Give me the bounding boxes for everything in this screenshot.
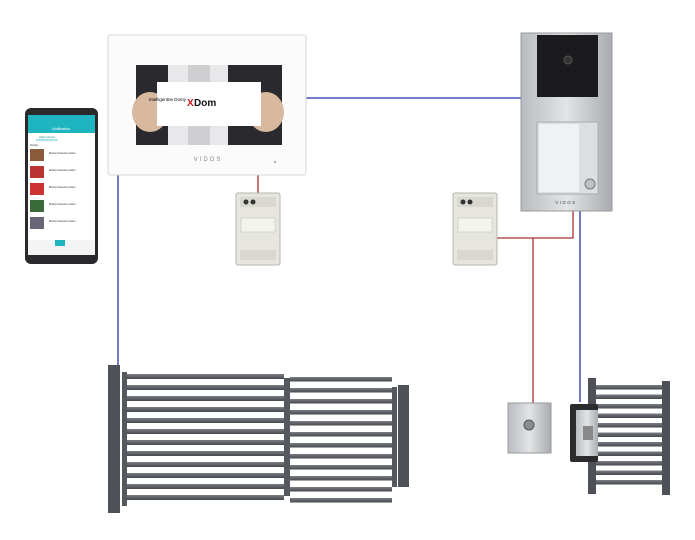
logo-dom: Dom: [194, 98, 216, 109]
gate-slat: [596, 404, 662, 409]
gate-slat: [127, 418, 284, 423]
gate-slat: [596, 385, 662, 390]
panel-brand: VIDOS: [555, 200, 577, 205]
alarm-thumbnail: [30, 183, 44, 195]
gate-slat: [290, 410, 392, 415]
logo-text-small: Intelligentne Domy: [149, 97, 187, 102]
camera-lens-icon: [563, 55, 573, 65]
alarm-thumbnail: [30, 166, 44, 178]
gate-slat: [596, 423, 662, 428]
gate-slat: [596, 451, 662, 456]
gate-slat: [596, 394, 662, 399]
gate-slat: [290, 388, 392, 393]
wiring: [117, 97, 581, 403]
alarm-item-label: Motion Detection Alarm: [49, 151, 76, 155]
gate-slat: [596, 470, 662, 475]
exit-button: [507, 402, 552, 454]
gate-slat: [127, 473, 284, 478]
name-tag: [539, 124, 579, 192]
gate-slat: [127, 396, 284, 401]
gate-slat: [127, 484, 284, 489]
wicket-gate: [588, 378, 670, 495]
power-supply-2: [452, 192, 498, 266]
outdoor-panel: VIDOS: [520, 32, 613, 212]
logo-x: X: [187, 98, 194, 109]
alarm-thumbnail: [30, 200, 44, 212]
gate-slat: [290, 487, 392, 492]
gate-slat: [127, 440, 284, 445]
alarm-item-label: Motion Detection Alarm: [49, 219, 76, 223]
monitor-brand: VIDOS: [194, 157, 223, 163]
gate-slat: [127, 374, 284, 379]
gate-slat: [290, 432, 392, 437]
power-supply-1: [235, 192, 281, 266]
app-header: [28, 115, 95, 133]
gate-slat: [127, 407, 284, 412]
gate-slat: [290, 377, 392, 382]
alarm-thumbnail: [30, 149, 44, 161]
alarm-item-label: Motion Detection Alarm: [49, 202, 76, 206]
gate-slat: [596, 442, 662, 447]
logo-card: [157, 82, 261, 126]
call-button: [584, 178, 596, 190]
camera-module: [537, 35, 598, 97]
electric-lock: [570, 404, 598, 462]
app-title: Notification: [52, 127, 70, 131]
gate-slat: [127, 495, 284, 500]
gate-slat: [127, 429, 284, 434]
gate-slat: [596, 413, 662, 418]
gate-slat: [290, 465, 392, 470]
gate-slat: [596, 480, 662, 485]
alarm-item-label: Motion Detection Alarm: [49, 168, 76, 172]
smartphone-app: Notification Alarm Event Today Motion De…: [25, 108, 98, 264]
gate-slat: [290, 476, 392, 481]
gate-slat: [596, 432, 662, 437]
alarm-item-label: Motion Detection Alarm: [49, 185, 76, 189]
gate-slat: [290, 498, 392, 503]
app-tab-alarm-event: Alarm Event: [39, 135, 56, 139]
gate-slat: [127, 462, 284, 467]
indoor-monitor: Intelligentne Domy X Dom VIDOS: [107, 34, 307, 176]
gate-slat: [127, 451, 284, 456]
gate-slat: [127, 385, 284, 390]
gate-slat: [596, 461, 662, 466]
gate-slat: [290, 421, 392, 426]
gate-slat: [290, 454, 392, 459]
alarm-thumbnail: [30, 217, 44, 229]
sliding-gate: [108, 365, 409, 513]
gate-slat: [290, 399, 392, 404]
app-section-today: Today: [30, 143, 39, 147]
power-wire-panel: [497, 208, 574, 239]
gate-slat: [290, 443, 392, 448]
